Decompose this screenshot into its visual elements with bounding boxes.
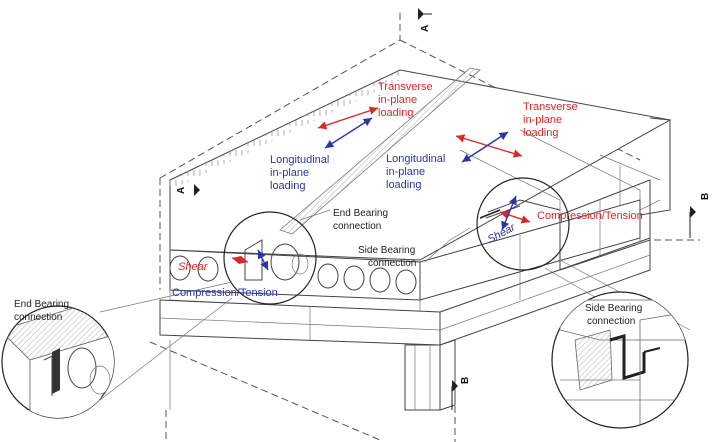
longitudinal-left-line3: loading [270,180,305,192]
section-a-top-label: A [420,25,431,32]
section-marker-a-left: A [176,184,200,196]
side-bearing-label-main: Side Bearing connection [358,245,418,269]
longitudinal-label-mid: Longitudinal in-plane loading [386,153,448,191]
longitudinal-arrow-left [324,117,373,149]
transverse-right-line2: in-plane [523,114,562,126]
hollow-cores [169,255,417,295]
longitudinal-mid-line1: Longitudinal [386,153,445,165]
transverse-left-line2: in-plane [378,94,417,106]
side-bearing-detail-line1: Side Bearing [585,303,642,314]
longitudinal-mid-line2: in-plane [386,166,425,178]
transverse-label-left: Transverse in-plane loading [378,81,436,119]
svg-text:Side Bearing connection: Side Bearing connection [585,303,645,327]
compression-tension-label-left: Compression/Tension [172,287,278,299]
section-a-left-label: A [176,187,187,194]
longitudinal-arrow-right [461,131,509,163]
transverse-right-line1: Transverse [523,101,578,113]
end-bearing-main-line2: connection [333,221,381,232]
end-bearing-label-main: End Bearing connection [333,208,391,232]
shear-label-left: Shear [178,261,209,273]
end-bearing-detail-line2: connection [14,312,62,323]
section-marker-b-right: B [689,193,711,238]
longitudinal-left-line1: Longitudinal [270,154,329,166]
floor-top-surface [169,67,672,270]
end-bearing-main-line1: End Bearing [333,208,388,219]
section-b-bottom-label: B [460,377,471,384]
side-bearing-main-line2: connection [368,258,416,269]
longitudinal-mid-line3: loading [386,179,421,191]
section-marker-b-bottom: B [451,377,471,410]
end-bearing-detail-line1: End Bearing [14,299,69,310]
end-bearing-callout-circle [223,211,317,305]
transverse-right-line3: loading [523,127,558,139]
transverse-left-line1: Transverse [378,81,433,93]
compression-tension-label-right: Compression/Tension [537,210,643,222]
side-bearing-main-line1: Side Bearing [358,245,415,256]
longitudinal-left-line2: in-plane [270,167,309,179]
transverse-label-right: Transverse in-plane loading [523,101,581,139]
section-marker-a-top: A [418,8,432,32]
side-bearing-detail: Side Bearing connection [551,291,689,429]
transverse-left-line3: loading [378,107,413,119]
end-bearing-detail: End Bearing connection [1,299,115,419]
side-bearing-detail-line2: connection [587,316,635,327]
support-beams [159,179,651,411]
longitudinal-label-left: Longitudinal in-plane loading [270,154,332,192]
side-bearing-callout-circle [476,177,570,271]
svg-text:End Bearing connection: End Bearing connection [14,299,72,323]
section-b-right-label: B [700,193,711,200]
